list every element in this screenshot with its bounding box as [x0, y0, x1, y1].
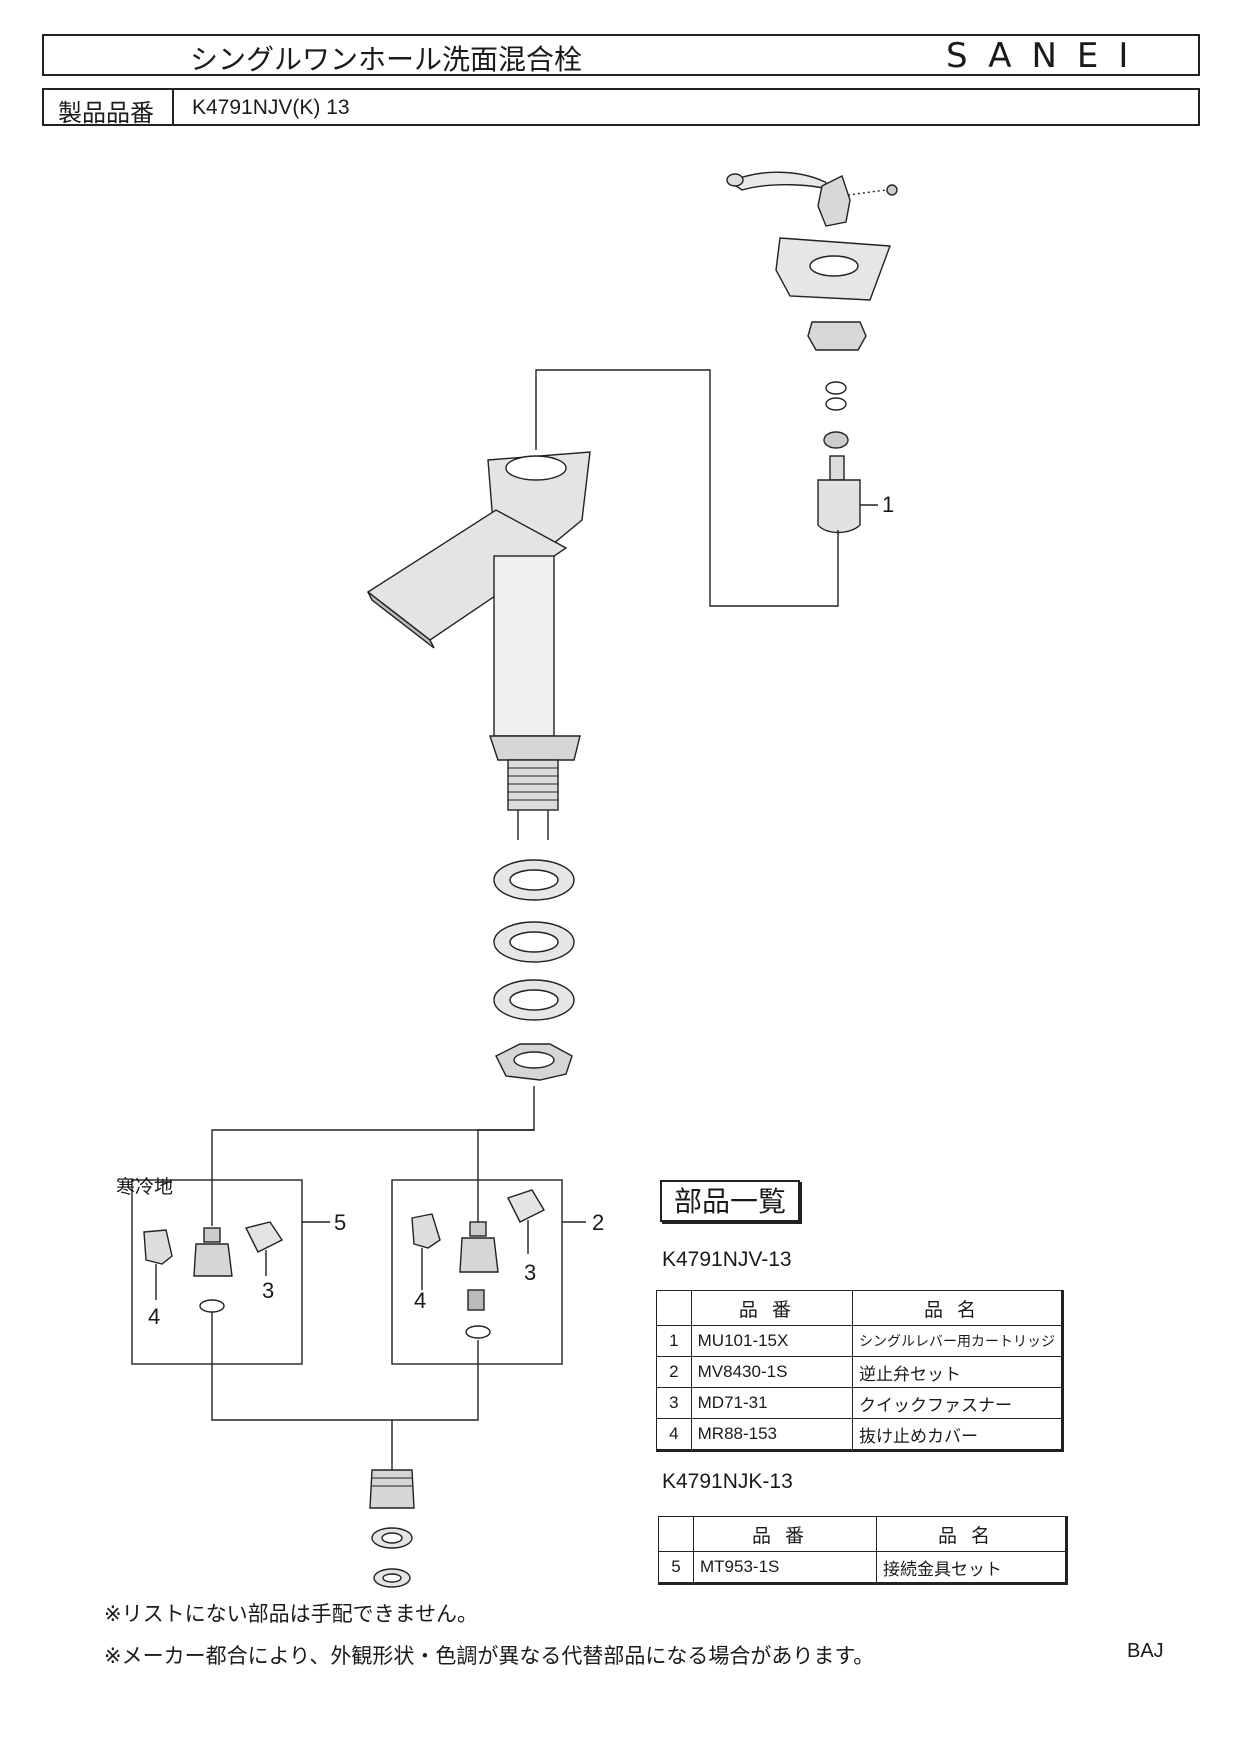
table-row: 3 MD71-31 クイックファスナー: [656, 1387, 1063, 1419]
callout-4-right: 4: [414, 1288, 427, 1313]
table-header-part-name: 品名: [876, 1516, 1067, 1552]
row-number: 1: [656, 1325, 692, 1357]
product-code-label: 製品品番: [58, 99, 154, 127]
row-number: 2: [656, 1356, 692, 1388]
part-name: 接続金具セット: [876, 1551, 1067, 1584]
table-row: 1 MU101-15X シングルレバー用カートリッジ: [656, 1325, 1063, 1357]
callout-3-left: 3: [262, 1278, 275, 1303]
part-name: シングルレバー用カートリッジ: [852, 1325, 1063, 1357]
callout-2: 2: [592, 1210, 605, 1235]
parts-list-title: 部品一覧: [660, 1180, 801, 1222]
table-header-part-number: 品番: [690, 1290, 854, 1326]
callout-3-right: 3: [524, 1260, 537, 1285]
header-title-box: [42, 34, 1200, 76]
product-code-value: K4791NJV(K) 13: [192, 96, 350, 119]
row-number: 3: [656, 1387, 692, 1419]
note-unlisted-parts: ※リストにない部品は手配できません。: [104, 1602, 478, 1626]
part-number: MT953-1S: [693, 1551, 877, 1584]
table-header-no: [656, 1290, 692, 1326]
set-a-code: K4791NJV-13: [662, 1248, 792, 1271]
callout-1: 1: [882, 492, 895, 517]
part-number: MR88-153: [690, 1418, 854, 1451]
part-name: 逆止弁セット: [852, 1356, 1063, 1388]
callout-5: 5: [334, 1210, 347, 1235]
part-number: MV8430-1S: [690, 1356, 854, 1388]
part-number: MD71-31: [690, 1387, 854, 1419]
header-code-box: [42, 88, 1200, 126]
note-substitute-parts: ※メーカー都合により、外観形状・色調が異なる代替部品になる場合があります。: [104, 1644, 875, 1668]
table-header-row: 品番 品名: [656, 1290, 1063, 1326]
row-number: 5: [658, 1551, 694, 1584]
parts-table-b: 品番 品名 5 MT953-1S 接続金具セット: [658, 1516, 1068, 1585]
table-row: 2 MV8430-1S 逆止弁セット: [656, 1356, 1063, 1388]
part-number: MU101-15X: [690, 1325, 854, 1357]
cold-region-label: 寒冷地: [116, 1176, 174, 1198]
table-header-no: [658, 1516, 694, 1552]
set-b-code: K4791NJK-13: [662, 1470, 793, 1493]
parts-table-a: 品番 品名 1 MU101-15X シングルレバー用カートリッジ 2 MV843…: [656, 1290, 1064, 1452]
footer-code: BAJ: [1127, 1640, 1164, 1662]
product-title: シングルワンホール洗面混合栓: [190, 43, 583, 76]
row-number: 4: [656, 1418, 692, 1451]
code-divider: [172, 88, 174, 126]
brand-logo: SANEI: [946, 36, 1149, 76]
table-row: 4 MR88-153 抜け止めカバー: [656, 1418, 1063, 1451]
part-name: 抜け止めカバー: [852, 1418, 1063, 1451]
lever-handle-illustration: [726, 171, 898, 227]
table-header-part-number: 品番: [693, 1516, 877, 1552]
part-name: クイックファスナー: [852, 1387, 1063, 1419]
table-header-part-name: 品名: [852, 1290, 1063, 1326]
callout-4-left: 4: [148, 1304, 161, 1329]
table-row: 5 MT953-1S 接続金具セット: [658, 1551, 1067, 1584]
table-header-row: 品番 品名: [658, 1516, 1067, 1552]
